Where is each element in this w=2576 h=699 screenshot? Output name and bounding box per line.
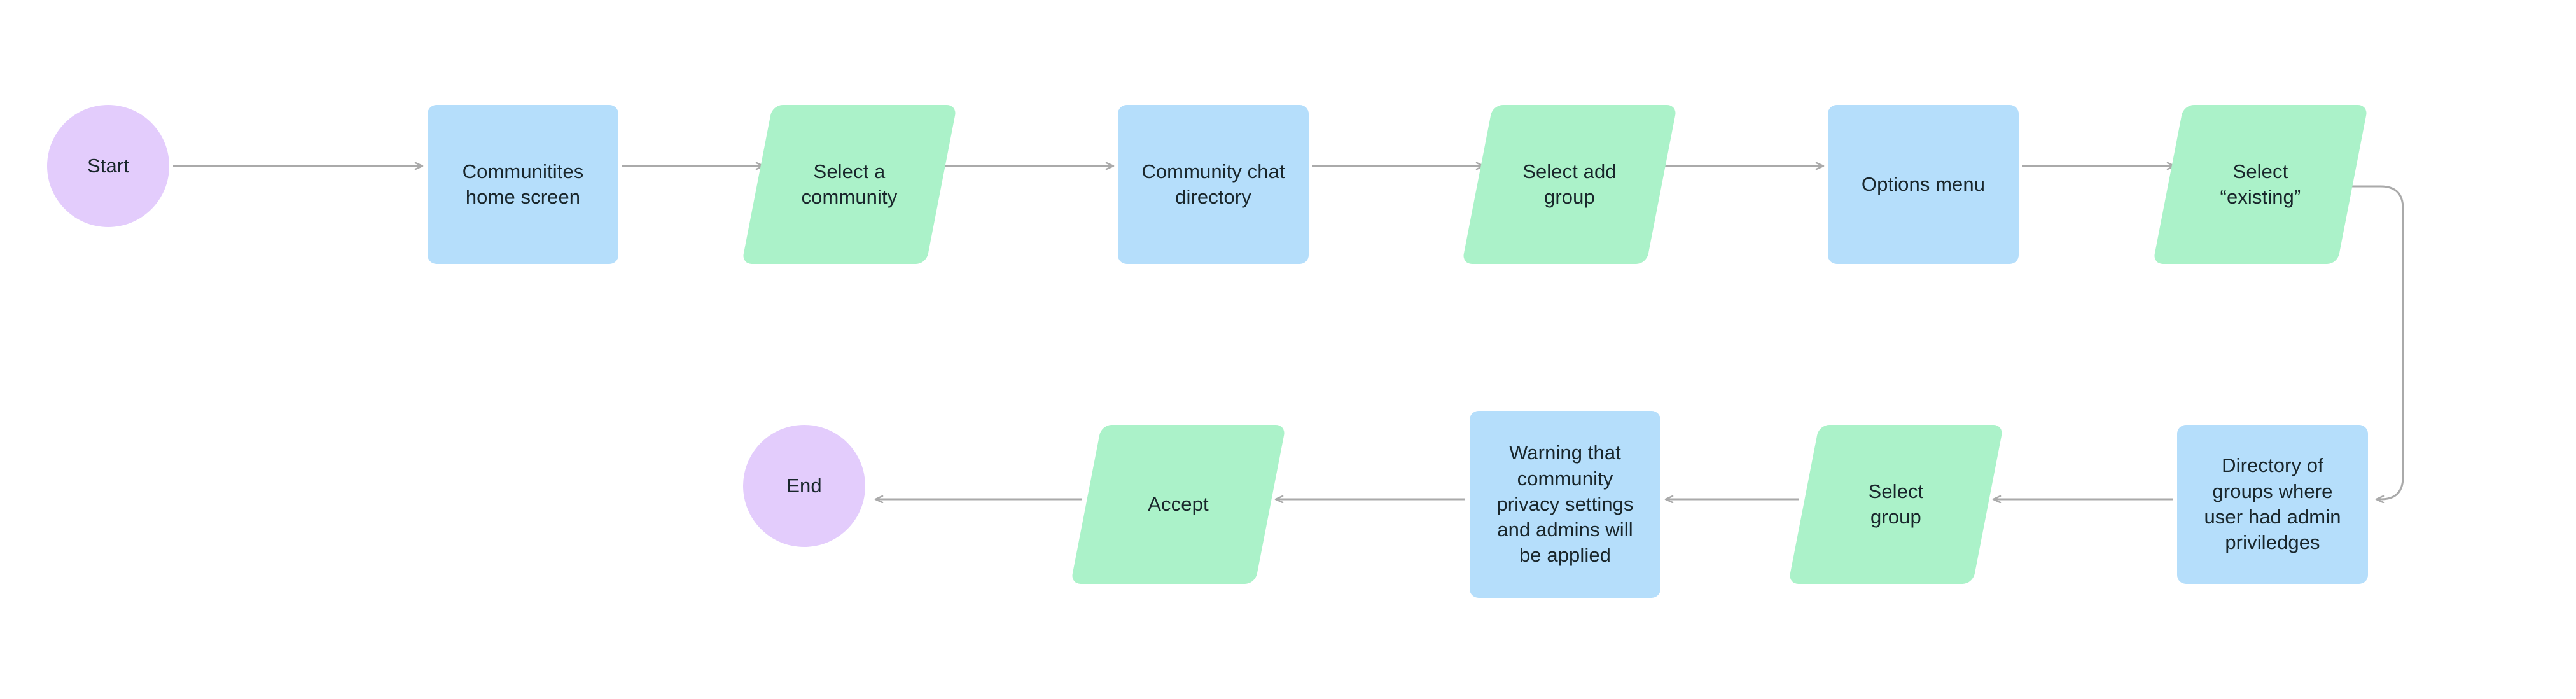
node-start-label: Start bbox=[87, 154, 129, 177]
node-select-add-group-label: Select add group bbox=[1522, 160, 1617, 208]
node-options-menu-label: Options menu bbox=[1861, 172, 1986, 195]
node-end[interactable]: End bbox=[743, 425, 865, 547]
node-select-group-label: Select group bbox=[1868, 480, 1924, 528]
node-select-existing[interactable]: Select “existing” bbox=[2152, 105, 2369, 264]
node-end-label: End bbox=[786, 474, 822, 497]
node-community-chat-directory[interactable]: Community chat directory bbox=[1118, 105, 1309, 264]
node-privacy-warning[interactable]: Warning that community privacy settings … bbox=[1470, 411, 1660, 598]
node-select-a-community-label: Select a community bbox=[801, 160, 898, 208]
node-options-menu[interactable]: Options menu bbox=[1828, 105, 2019, 264]
node-directory-of-groups[interactable]: Directory of groups where user had admin… bbox=[2177, 425, 2368, 584]
node-communities-home-screen[interactable]: Communitites home screen bbox=[428, 105, 618, 264]
node-select-a-community[interactable]: Select a community bbox=[741, 105, 957, 264]
node-accept[interactable]: Accept bbox=[1070, 425, 1286, 584]
node-directory-of-groups-label: Directory of groups where user had admin… bbox=[2204, 454, 2341, 554]
node-select-existing-label: Select “existing” bbox=[2220, 160, 2301, 208]
node-accept-label: Accept bbox=[1148, 492, 1209, 515]
node-community-chat-directory-label: Community chat directory bbox=[1141, 160, 1285, 208]
node-select-group[interactable]: Select group bbox=[1788, 425, 2004, 584]
node-privacy-warning-label: Warning that community privacy settings … bbox=[1496, 441, 1634, 567]
node-communities-home-screen-label: Communitites home screen bbox=[462, 160, 584, 208]
node-select-add-group[interactable]: Select add group bbox=[1461, 105, 1678, 264]
node-start[interactable]: Start bbox=[47, 105, 169, 227]
